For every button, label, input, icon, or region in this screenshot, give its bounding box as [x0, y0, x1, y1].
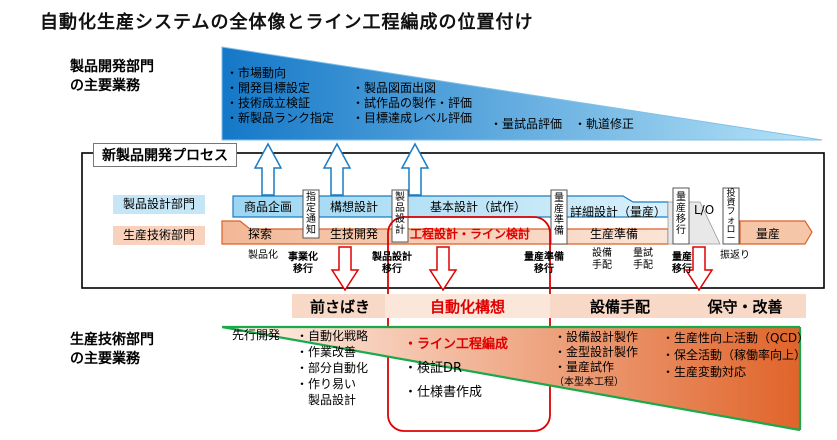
milestone: 製品化	[248, 250, 278, 261]
pt-item: ・量産試作	[554, 360, 615, 374]
vert-spec-notice: 指定通知	[306, 192, 316, 236]
dev-item: ・技術成立検証	[226, 96, 311, 110]
dev-dept-wedge	[221, 46, 823, 141]
dev-dept-label-line2: の主要業務	[70, 78, 140, 94]
up-arrows	[253, 142, 430, 196]
prod-tech-dept-label: 生産技術部門	[113, 226, 205, 245]
prod-step: 探索	[248, 227, 273, 241]
pt-item: ・部分自動化	[296, 361, 369, 375]
design-step: 基本設計（試作）	[430, 200, 527, 214]
dev-col1: ・市場動向 ・開発目標設定 ・技術成立検証 ・新製品ランク指定	[226, 66, 334, 126]
dev-item: ・新製品ランク指定	[226, 111, 335, 125]
lo-label: L/O	[694, 203, 715, 217]
pt-item: ・自動化戦略	[296, 329, 369, 343]
vert-mass-move: 量産移行	[676, 192, 686, 236]
dev-item: ・製品図面出図	[352, 81, 437, 95]
dev-item: ・開発目標設定	[226, 81, 311, 95]
pt-item-highlight: ・ライン工程編成	[404, 337, 509, 352]
dev-dept-label: 製品開発部門 の主要業務	[70, 58, 154, 96]
design-step: 商品企画	[244, 200, 293, 214]
vert-invest: 投資フォロー	[726, 189, 736, 244]
prod-step: 生産準備	[590, 227, 639, 241]
pt-col2: ・ライン工程編成 ・検証DR ・仕様書作成	[404, 333, 508, 405]
milestone: 製品設計 移行	[372, 252, 412, 275]
prod-tech-label-line2: の主要業務	[70, 351, 140, 367]
dev-item: ・試作品の製作・評価	[352, 96, 473, 110]
mass-bar	[739, 220, 813, 245]
prod-tech-label-line1: 生産技術部門	[70, 332, 154, 348]
dev-item: ・市場動向	[226, 66, 287, 80]
prod-step-highlight: 工程設計・ライン検討	[410, 227, 531, 241]
pt-item: ・生産変動対応	[662, 365, 747, 379]
milestone: 量試 手配	[633, 248, 653, 271]
design-dept-label: 製品設計部門	[113, 195, 205, 214]
phase-label: 設備手配	[589, 298, 650, 316]
milestone: 量産 移行	[672, 252, 692, 275]
dev-item: ・目標達成レベル評価	[352, 111, 473, 125]
phase-label: 保守・改善	[707, 298, 783, 316]
highlight-box	[387, 216, 551, 432]
pt-item: ・作り易い	[296, 377, 357, 391]
process-title: 新製品開発プロセス	[93, 143, 237, 167]
pt-item: ・検証DR	[404, 361, 463, 376]
pt-item: （本型本工程）	[554, 377, 624, 388]
milestone: 事業化 移行	[288, 252, 318, 275]
phase-label-highlight: 自動化構想	[429, 298, 505, 316]
dev-dept-label-line1: 製品開発部門	[70, 59, 154, 75]
phase-label: 前さばき	[309, 298, 370, 316]
design-step: 詳細設計（量産）	[570, 205, 667, 219]
prod-step: 生技開発	[330, 227, 379, 241]
vert-mass-prep: 量産準備	[554, 193, 564, 237]
page-title: 自動化生産システムの全体像とライン工程編成の位置付け	[40, 12, 534, 33]
design-step: 構想設計	[330, 200, 379, 214]
dev-col3: ・量試品評価 ・軌道修正	[490, 117, 635, 131]
pt-item: ・作業改善	[296, 345, 357, 359]
pt-item: ・仕様書作成	[404, 385, 483, 400]
milestone: 振返り	[720, 250, 750, 261]
down-arrows	[330, 246, 714, 292]
pt-item: ・生産性向上活動（QCD）	[662, 331, 810, 345]
prod-tech-label: 生産技術部門 の主要業務	[70, 331, 154, 369]
pt-item: ・設備設計製作	[554, 330, 639, 344]
milestone: 設備 手配	[592, 248, 612, 271]
pt-col4: ・生産性向上活動（QCD） ・保全活動（稼働率向上） ・生産変動対応	[662, 330, 809, 381]
pt-col3: ・設備設計製作 ・金型設計製作 ・量産試作 （本型本工程）	[554, 330, 638, 390]
dev-col2: ・製品図面出図 ・試作品の製作・評価 ・目標達成レベル評価	[352, 81, 472, 126]
vert-design-exam: 製品設計	[395, 192, 405, 236]
process-box	[81, 152, 825, 289]
pt-item: ・保全活動（稼働率向上）	[662, 348, 807, 362]
pt-col1: ・自動化戦略 ・作業改善 ・部分自動化 ・作り易い 製品設計	[296, 328, 368, 408]
pt-item: 製品設計	[296, 393, 357, 407]
pt-item: ・金型設計製作	[554, 345, 639, 359]
advance-dev: 先行開発	[232, 328, 281, 342]
prod-step-mass: 量産	[756, 227, 781, 241]
milestone: 量産準備 移行	[524, 252, 564, 275]
